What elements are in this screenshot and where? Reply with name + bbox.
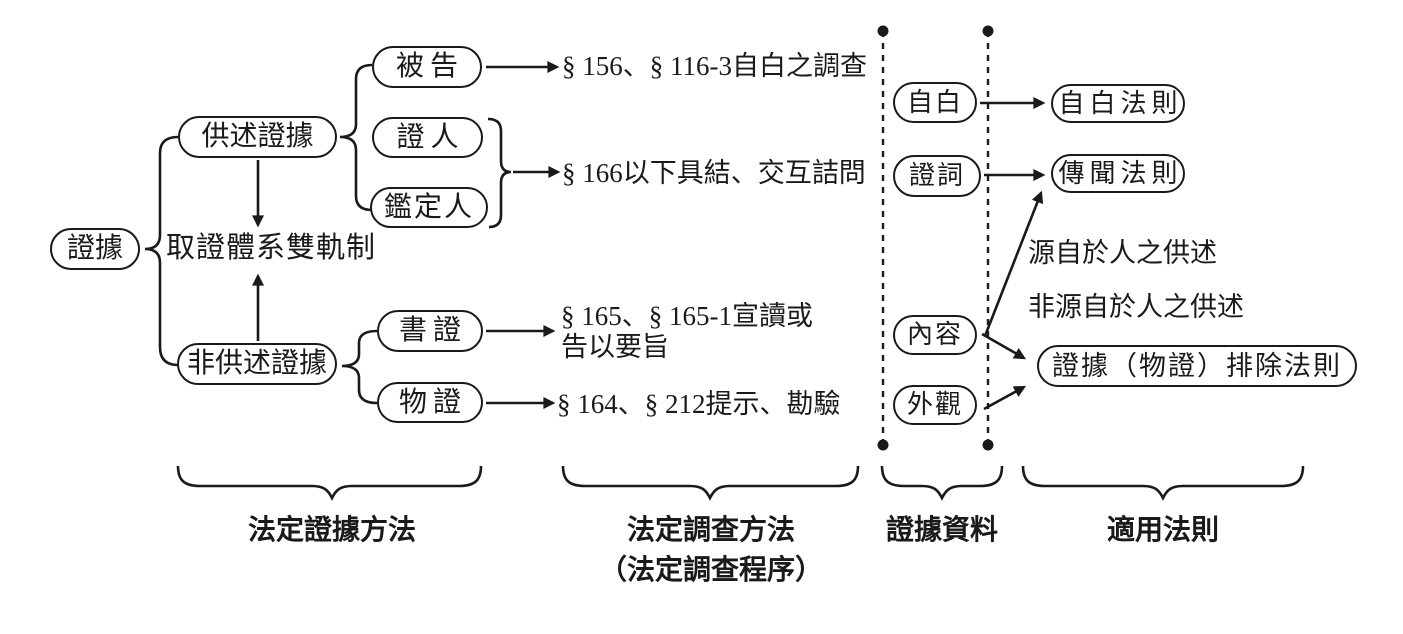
boundary-dot-top-right	[982, 25, 994, 37]
node-physical-evidence: 物證	[377, 382, 483, 423]
nontestimonial-split-bracket	[341, 329, 378, 405]
statute-oath-text: § 166以下具結、交互詰問	[562, 158, 866, 188]
statute-reading-text: § 165、§ 165-1宣讀或 告以要旨	[561, 301, 813, 362]
from-human-statement-label: 源自於人之供述	[1028, 238, 1217, 268]
boundary-dot-bottom-right	[982, 439, 994, 451]
column-underbraces	[176, 465, 1305, 501]
underbrace-evidence-material	[880, 465, 1004, 501]
boundary-lines	[877, 25, 994, 451]
node-hearsay-rule: 傳聞法則	[1051, 154, 1185, 193]
arrow-appearance-to-exclusion	[983, 385, 1027, 411]
underbrace-evidence-methods	[176, 465, 483, 501]
boundary-dot-top-left	[877, 25, 889, 37]
node-confession: 自白	[893, 82, 977, 123]
testimonial-split-bracket	[339, 63, 373, 212]
tree-brackets	[144, 63, 512, 405]
node-content: 內容	[893, 315, 977, 355]
node-evidence: 證據	[50, 228, 140, 270]
dual-track-label: 取證體系雙軌制	[166, 232, 377, 264]
node-documentary-evidence: 書證	[377, 310, 483, 352]
node-confession-rule: 自白法則	[1051, 84, 1185, 123]
arrow-content-to-hearsay	[983, 190, 1044, 337]
node-witness: 證人	[372, 117, 483, 158]
column-label-applicable-rules: 適用法則	[1106, 514, 1220, 545]
node-defendant: 被告	[372, 46, 482, 88]
node-exclusion-rule: 證據（物證）排除法則	[1037, 345, 1357, 387]
node-non-testimonial-evidence: 非供述證據	[177, 343, 337, 385]
statute-confession-text: § 156、§ 116-3自白之調查	[562, 51, 867, 81]
arrows	[252, 61, 1046, 411]
node-testimony: 證詞	[893, 155, 981, 197]
underbrace-investigation-methods	[561, 465, 860, 501]
column-label-evidence-methods: 法定證據方法	[247, 514, 417, 545]
column-label-investigation-methods: 法定調查方法 （法定調查程序）	[598, 514, 824, 585]
evidence-split-bracket	[144, 135, 179, 367]
arrow-content-to-exclusion	[981, 332, 1027, 360]
not-from-human-statement-label: 非源自於人之供述	[1028, 292, 1244, 322]
underbrace-applicable-rules	[1021, 465, 1305, 501]
boundary-dot-bottom-left	[877, 439, 889, 451]
witness-expert-brace	[487, 117, 512, 229]
statute-inspection-text: § 164、§ 212提示、勘驗	[557, 389, 841, 419]
node-testimonial-evidence: 供述證據	[178, 116, 337, 158]
node-appearance: 外觀	[893, 385, 977, 425]
column-label-evidence-material: 證據資料	[885, 514, 999, 545]
node-expert-witness: 鑑定人	[370, 187, 488, 228]
